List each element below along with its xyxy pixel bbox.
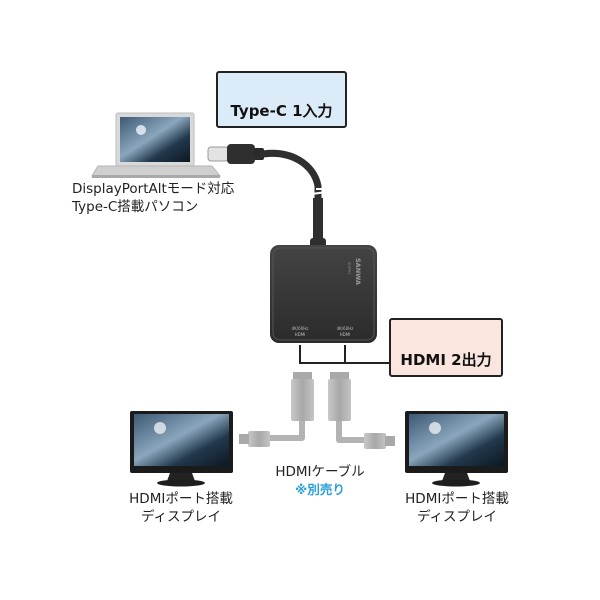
monitor-left-illustration [130, 411, 233, 487]
port-right-label: HDMI [340, 332, 351, 337]
adapter-device: SANWA SUPPLY 4K/60Hz HDMI 4K/60Hz HDMI [270, 245, 377, 343]
monitor-left-line1: HDMIポート搭載 [129, 491, 233, 507]
hdmi-cable-left [239, 372, 314, 447]
laptop-caption: DisplayPortAltモード対応 Type-C搭載パソコン [72, 180, 234, 216]
monitor-left-line2: ディスプレイ [140, 509, 222, 525]
cable-label: HDMIケーブル [275, 464, 365, 480]
port-right-spec: 4K/60Hz [337, 326, 354, 331]
adapter-brand: SANWA [354, 258, 362, 285]
hdmi-output-callout: HDMI 2出力 [389, 318, 503, 377]
monitor-left-caption: HDMIポート搭載 ディスプレイ [111, 490, 251, 526]
laptop-caption-line1: DisplayPortAltモード対応 [72, 181, 235, 197]
port-left-label: HDMI [295, 332, 306, 337]
monitor-right-line1: HDMIポート搭載 [405, 491, 509, 507]
typec-input-label: Type-C 1入力 [230, 102, 333, 120]
monitor-right-caption: HDMIポート搭載 ディスプレイ [387, 490, 527, 526]
laptop-caption-line2: Type-C搭載パソコン [72, 199, 199, 215]
hdmi-output-label: HDMI 2出力 [400, 351, 492, 369]
port-bracket [299, 345, 389, 364]
laptop-illustration [91, 112, 222, 178]
cable-note: ※別売り [295, 482, 345, 497]
port-left-spec: 4K/60Hz [292, 326, 309, 331]
cable-caption: HDMIケーブル ※別売り [260, 463, 380, 499]
typec-input-callout: Type-C 1入力 [216, 71, 347, 128]
adapter-brand-sub: SUPPLY [347, 262, 351, 275]
hdmi-cable-right [328, 372, 395, 449]
monitor-right-illustration [405, 411, 508, 487]
monitor-right-line2: ディスプレイ [416, 509, 498, 525]
